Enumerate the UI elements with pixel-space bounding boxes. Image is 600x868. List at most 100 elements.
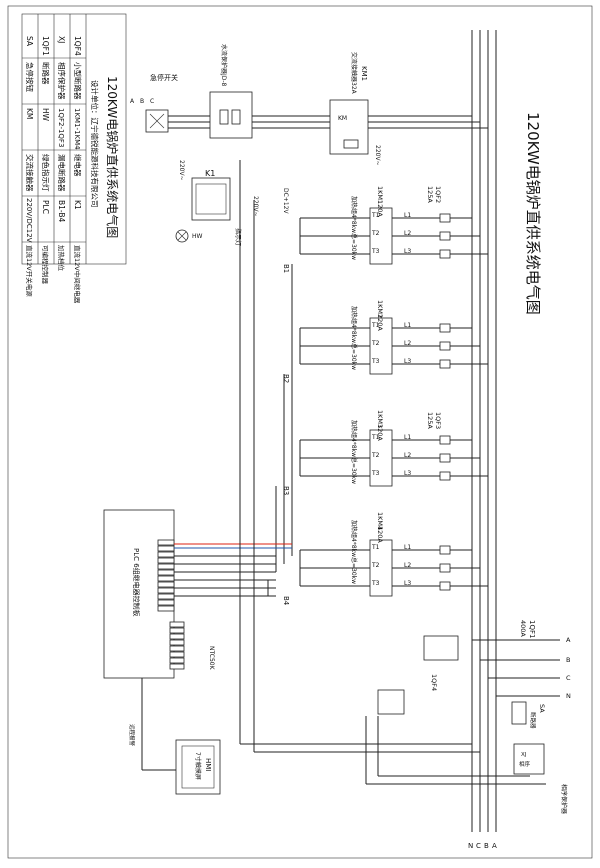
km1-contacts: KM <box>338 115 347 122</box>
supply-voltage: 220V~ <box>252 196 259 217</box>
group-breaker-rating: 125A <box>426 412 434 429</box>
plc-label: PLC 6组继电器控制板 <box>132 548 141 617</box>
phase-label-c: C <box>566 674 571 682</box>
km1-desc: 交流接触器32A <box>350 52 358 95</box>
terminal-label: T1 <box>371 434 380 441</box>
legend-cell: 1QF1 <box>41 36 50 56</box>
legend-cell: 1QF2-1QF3 <box>57 108 65 147</box>
breaker-contact <box>439 231 451 241</box>
group-heater-label: 加热组4*8kw总=30kw <box>350 306 358 370</box>
sa-device-label: 断路器 <box>529 712 537 729</box>
estop-label: 急停开关 <box>150 73 178 82</box>
ntc-terminal <box>169 639 185 646</box>
terminal-label: L2 <box>404 452 411 459</box>
qf4-label: 1QF4 <box>430 674 438 691</box>
legend-cell: 220V/DC12V <box>25 198 33 243</box>
water-flow-protector: 水流保护器JD-8 <box>209 44 253 139</box>
plc-terminal <box>157 539 175 546</box>
dc-power-supply <box>377 689 405 715</box>
plc-terminal <box>157 563 175 570</box>
breaker-contact <box>439 453 451 463</box>
terminal-label: L3 <box>404 580 411 587</box>
group-1: 1QF2 125A 1KM1 120A 加热组4*8kw总=30kw B1 <box>282 186 442 273</box>
phase-label-n-bottom: N <box>468 842 473 850</box>
estop-switch: 急停开关 A B C <box>130 73 178 133</box>
plc-board: PLC 6组继电器控制板 NTC50K 远程报警 <box>103 509 215 747</box>
terminal-label: T1 <box>371 544 380 551</box>
legend-cell: 断路器 <box>41 62 51 85</box>
legend-cell: 加热档位 <box>57 245 66 272</box>
breaker-contact <box>439 563 451 573</box>
k1-label: K1 <box>205 169 215 178</box>
qf1-label: 1QF1 <box>528 620 536 638</box>
legend-cell: 1KM1-1KM4 <box>73 108 81 150</box>
phase-sequence-relay: 相序保护器 XJ 相序 <box>513 743 568 814</box>
indicator-lamp-hw: HW 指示灯 <box>175 228 242 246</box>
legend-table <box>21 13 127 265</box>
km1-coil-voltage: 220V~ <box>374 145 381 166</box>
plc-terminal <box>157 569 175 576</box>
legend-cell: K1 <box>73 200 82 210</box>
group-breaker-rating: 125A <box>426 186 434 203</box>
remote-alarm-label: 远程报警 <box>128 724 136 747</box>
terminal-label: L2 <box>404 562 411 569</box>
page-title: 120KW电锅炉直供系统电气图 <box>524 112 542 315</box>
plc-terminals <box>157 539 185 670</box>
legend-cell: PLC <box>41 200 50 214</box>
breaker-contact <box>439 359 451 369</box>
group-relay-rating: 120A <box>376 424 384 441</box>
legend-cell: 可编程控制器 <box>41 245 50 285</box>
phase-c-label: C <box>150 98 154 105</box>
terminal-label: L1 <box>404 212 411 219</box>
group-2: 1KM2 120A 加热组4*8kw总=30kw B2 <box>282 300 384 383</box>
plc-terminal <box>157 575 175 582</box>
xj-panel-label: 相序 <box>519 760 531 768</box>
legend-cell: 相序保护器 <box>57 62 67 100</box>
group-bus-label: B3 <box>282 486 290 495</box>
phase-label-a: A <box>566 636 571 644</box>
phase-label-b-bottom: B <box>484 842 489 850</box>
breaker-contact <box>439 581 451 591</box>
legend-cell: 继电器 <box>73 154 83 177</box>
terminal-label: T3 <box>371 580 380 587</box>
group-relay-label: 1KM3 <box>376 410 384 428</box>
ntc-terminal <box>169 621 185 628</box>
group-heater-label: 加热组4*8kw总=30kw <box>350 420 358 484</box>
terminal-label: T2 <box>371 562 380 569</box>
group-bus-label: B2 <box>282 374 290 383</box>
hmi-touchscreen: HMI 7寸触摸屏 <box>175 739 221 795</box>
legend-cell: B1-B4 <box>57 200 66 223</box>
ntc-terminal <box>169 627 185 634</box>
breaker-contact <box>439 213 451 223</box>
legend-cell: 急停按钮 <box>25 62 35 92</box>
km1-label: KM1 <box>360 66 368 81</box>
plc-terminal <box>157 587 175 594</box>
designer-credit: 设计单位：辽宁德锐能源科技有限公司 <box>90 80 100 208</box>
breaker-contact <box>439 435 451 445</box>
breaker-1qf4: 1QF4 <box>423 635 459 691</box>
hmi-desc: 7寸触摸屏 <box>194 752 202 780</box>
breaker-contact <box>439 341 451 351</box>
dc12-label: DC+12V <box>282 188 289 214</box>
legend-cell: 小型断路器 <box>73 62 83 100</box>
group-relay-label: 1KM1 <box>376 186 384 204</box>
plc-terminal <box>157 599 175 606</box>
plc-terminal <box>157 545 175 552</box>
main-breaker-1qf1: 1QF1 400A A B C N <box>472 620 571 700</box>
legend-cell: 1QF4 <box>73 36 82 56</box>
terminal-label: L2 <box>404 230 411 237</box>
legend-cell: 直流12V中间继电器 <box>73 245 82 304</box>
ntc-terminal <box>169 645 185 652</box>
legend-cell: XJ <box>57 36 66 43</box>
plc-terminal <box>157 557 175 564</box>
terminal-label: L3 <box>404 248 411 255</box>
legend-row-4: 1QF4 小型断路器 1KM1-1KM4 继电器 K1 直流12V中间继电器 <box>73 36 83 304</box>
legend-cell: 绿色指示灯 <box>41 154 51 192</box>
plc-signal-wires <box>141 543 292 771</box>
xj-label: 相序保护器 <box>560 784 568 814</box>
control-wires <box>239 160 546 785</box>
